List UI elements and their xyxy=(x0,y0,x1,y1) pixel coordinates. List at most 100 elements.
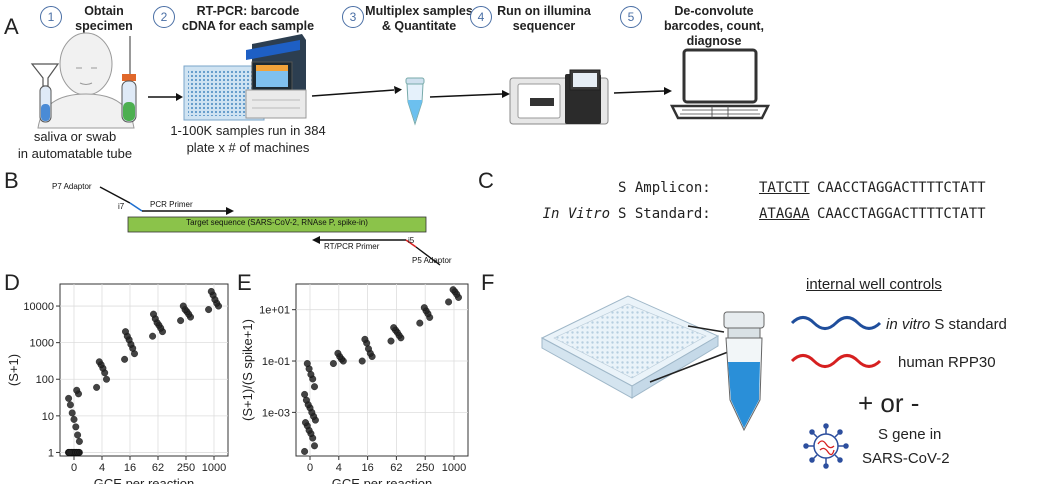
data-point xyxy=(121,355,129,363)
p7-adaptor-label: P7 Adaptor xyxy=(52,182,92,191)
target-sequence-bar xyxy=(127,216,427,233)
y-axis-label: (S+1)/(S spike+1) xyxy=(240,319,255,421)
y-tick-label: 1e+01 xyxy=(259,305,290,317)
y-tick-label: 1000 xyxy=(30,338,54,350)
y-tick-label: 10000 xyxy=(23,301,54,313)
i7-label: i7 xyxy=(118,202,125,211)
data-point xyxy=(74,431,82,439)
data-point xyxy=(75,437,83,445)
x-tick-label: 1000 xyxy=(202,462,226,474)
data-point xyxy=(72,423,80,431)
coronavirus-icon xyxy=(803,423,849,469)
rtpcr-illustration xyxy=(183,34,307,121)
i5-label: i5 xyxy=(408,236,415,245)
data-point xyxy=(301,390,309,398)
control-item-3-line-2: SARS-CoV-2 xyxy=(862,450,950,467)
data-point xyxy=(93,383,101,391)
arrow-step-3 xyxy=(429,90,510,98)
y-tick-label: 1e-03 xyxy=(262,407,290,419)
data-point xyxy=(95,358,103,366)
step-2-label: RT-PCR: barcode cDNA for each sample xyxy=(181,4,315,33)
data-point xyxy=(73,386,81,394)
primer-diagram xyxy=(99,186,441,266)
red-wave-icon xyxy=(790,354,882,368)
panel-letter-b: B xyxy=(4,168,19,193)
step-1-label: Obtain specimen xyxy=(75,4,133,33)
x-tick-label: 4 xyxy=(99,462,105,474)
x-tick-label: 250 xyxy=(177,462,195,474)
x-tick-label: 62 xyxy=(152,462,164,474)
specimen-caption-2: in automatable tube xyxy=(17,146,133,161)
x-tick-label: 16 xyxy=(361,462,373,474)
seq-row1-label: S Amplicon: xyxy=(618,180,711,196)
data-point xyxy=(149,332,157,340)
panel-letter-c: C xyxy=(478,168,494,193)
p7-adaptor-line xyxy=(99,186,131,204)
seq-row2-barcode: ATAGAA xyxy=(759,206,810,222)
data-point xyxy=(65,394,73,402)
x-tick-label: 0 xyxy=(71,462,77,474)
plot-frame xyxy=(295,283,469,457)
seq-row2-prefix: In Vitro xyxy=(542,206,610,222)
blue-wave-icon xyxy=(790,316,882,330)
multiplex-tube-icon xyxy=(405,77,425,126)
seq-row2-label: S Standard: xyxy=(618,206,711,222)
i5-segment xyxy=(405,239,417,248)
data-point xyxy=(358,357,366,365)
plus-or-minus-label: + or - xyxy=(858,388,920,418)
data-point xyxy=(303,360,311,367)
control-item-3-line-1: S gene in xyxy=(878,426,942,443)
arrow-step-2 xyxy=(311,86,402,97)
x-tick-label: 0 xyxy=(307,462,313,474)
seq-row1-rest: CAACCTAGGACTTTTCTATT xyxy=(817,180,986,196)
control-item-2: human RPP30 xyxy=(898,354,996,371)
data-point xyxy=(122,328,129,336)
step-3-number: 3 xyxy=(342,6,364,28)
data-point xyxy=(150,310,157,318)
x-tick-label: 250 xyxy=(416,462,434,474)
x-axis-label: GCE per reaction xyxy=(332,476,432,484)
control-item-1-rest: S standard xyxy=(930,316,1007,333)
sequencer-illustration xyxy=(509,69,609,125)
data-point xyxy=(416,319,424,327)
specimen-caption-1: saliva or swab xyxy=(33,129,117,144)
step-1-number: 1 xyxy=(40,6,62,28)
data-point xyxy=(387,337,395,345)
x-axis-label: GCE per reaction xyxy=(94,476,194,484)
data-point xyxy=(66,401,74,409)
x-tick-label: 16 xyxy=(124,462,136,474)
control-item-1-em: in vitro xyxy=(886,316,931,333)
data-point xyxy=(329,360,337,367)
control-item-1: in vitro S standard xyxy=(886,316,1007,333)
step-3-label: Multiplex samples & Quantitate xyxy=(365,4,473,33)
y-tick-label: 10 xyxy=(42,411,54,423)
data-point xyxy=(311,442,318,450)
p5-adaptor-label: P5 Adaptor xyxy=(412,256,452,265)
data-point xyxy=(205,306,213,314)
rt-pcr-primer-label: RT/PCR Primer xyxy=(324,242,380,251)
data-point xyxy=(449,286,457,294)
pcr-primer-label: PCR Primer xyxy=(150,200,193,209)
step-5-label: De-convolute barcodes, count, diagnose xyxy=(663,4,765,48)
y-axis-label: (S+1) xyxy=(6,354,21,386)
target-sequence-label: Target sequence (SARS-CoV-2, RNAse P, sp… xyxy=(186,218,368,227)
data-point xyxy=(420,304,428,312)
arrow-step-4 xyxy=(613,87,672,95)
arrow-step-1 xyxy=(148,93,183,101)
data-point xyxy=(301,448,309,455)
seq-row2-rest: CAACCTAGGACTTTTCTATT xyxy=(817,206,986,222)
p5-adaptor-line xyxy=(415,246,441,266)
y-tick-label: 100 xyxy=(36,374,54,386)
data-point xyxy=(390,324,398,332)
controls-title: internal well controls xyxy=(806,276,942,293)
x-tick-label: 1000 xyxy=(442,462,466,474)
plate-caption-2: plate x # of machines xyxy=(186,140,310,155)
data-point xyxy=(445,298,453,306)
x-tick-label: 62 xyxy=(390,462,402,474)
panel-letter-d: D xyxy=(4,270,20,295)
specimen-illustration xyxy=(30,32,137,129)
plate-caption-1: 1-100K samples run in 384 xyxy=(170,123,326,138)
data-point xyxy=(302,419,309,427)
